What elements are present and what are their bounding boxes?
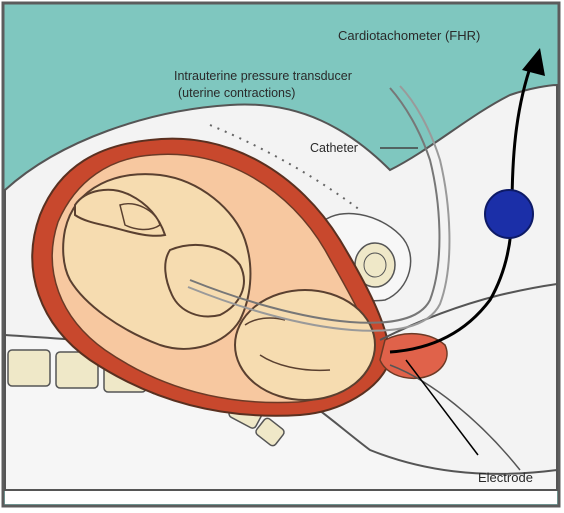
label-transducer-line2: (uterine contractions) (178, 86, 295, 100)
label-electrode: Electrode (478, 470, 533, 485)
label-cardiotachometer: Cardiotachometer (FHR) (338, 28, 480, 43)
label-catheter: Catheter (310, 141, 358, 155)
electrode-disc (485, 190, 533, 238)
bottom-white-strip (5, 490, 557, 504)
fetus-head (235, 290, 375, 400)
label-transducer-line1: Intrauterine pressure transducer (174, 69, 352, 83)
